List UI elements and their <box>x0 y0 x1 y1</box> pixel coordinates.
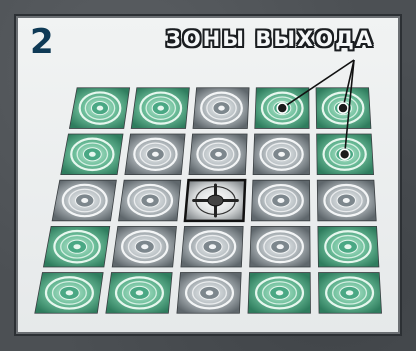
board-tile-gray <box>193 88 249 129</box>
board-tile-green <box>69 88 129 129</box>
board-tile-gray <box>119 180 181 221</box>
board-tile-gray <box>181 226 243 267</box>
board-tile-green <box>318 226 379 267</box>
board-tile-green <box>248 273 311 314</box>
board-tile-gray <box>250 226 310 267</box>
board-tile-green <box>43 226 109 267</box>
board-tiles <box>35 88 382 313</box>
board-tile-center <box>185 180 245 221</box>
board-tile-gray <box>251 180 309 221</box>
board-tile-green <box>131 88 189 129</box>
board-tile-green <box>106 273 172 314</box>
board-tile-gray <box>253 134 309 175</box>
board-tile-gray <box>112 226 176 267</box>
board-tile-gray <box>177 273 241 314</box>
board-tile-green <box>35 273 103 314</box>
board-tile-gray <box>125 134 185 175</box>
board-tile-gray <box>189 134 247 175</box>
board-tile-gray <box>317 180 376 221</box>
board-tile-green <box>61 134 123 175</box>
board-tile-gray <box>52 180 116 221</box>
board-tile-green <box>318 273 381 314</box>
